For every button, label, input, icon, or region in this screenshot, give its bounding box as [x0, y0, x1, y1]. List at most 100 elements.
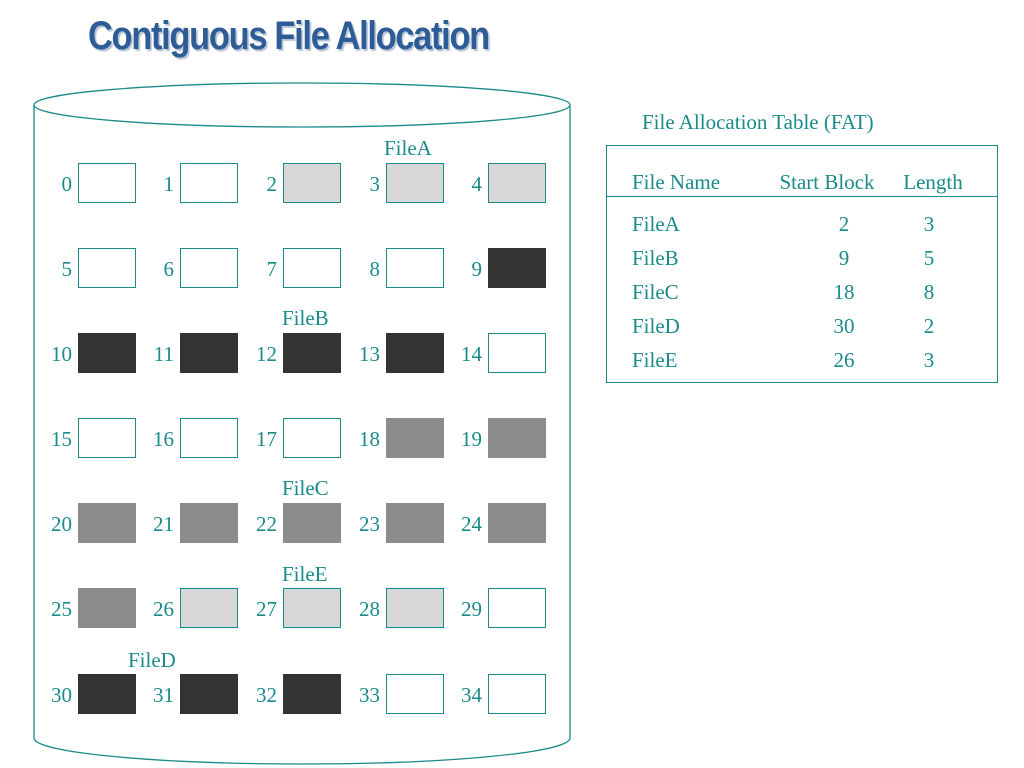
- disk-block-dark: [78, 674, 136, 714]
- fat-cell-start: 2: [838, 212, 850, 236]
- block-number: 17: [256, 427, 277, 451]
- block-number: 27: [256, 597, 277, 621]
- disk-block-free: [488, 588, 546, 628]
- disk-block-mid: [488, 503, 546, 543]
- block-number: 10: [51, 342, 72, 366]
- block-number: 2: [266, 172, 278, 196]
- disk-block-mid: [386, 503, 444, 543]
- disk-block-dark: [78, 333, 136, 373]
- disk-block-mid: [78, 588, 136, 628]
- fat-cell-start: 26: [833, 348, 855, 372]
- fat-cell-name: FileE: [632, 348, 678, 372]
- disk-block-mid: [180, 503, 238, 543]
- block-number: 6: [163, 257, 175, 281]
- disk-block-mid: [283, 503, 341, 543]
- disk-block-free: [78, 248, 136, 288]
- disk-block-dark: [283, 674, 341, 714]
- fat-header-divider: [607, 196, 997, 197]
- block-number: 20: [51, 512, 72, 536]
- block-number: 25: [51, 597, 72, 621]
- fat-title: File Allocation Table (FAT): [642, 110, 874, 134]
- block-number: 12: [256, 342, 277, 366]
- block-number: 19: [461, 427, 482, 451]
- disk-block-light: [180, 588, 238, 628]
- block-number: 14: [461, 342, 482, 366]
- disk-block-mid: [78, 503, 136, 543]
- block-number: 33: [359, 683, 380, 707]
- disk-block-dark: [180, 674, 238, 714]
- fat-cell-length: 3: [923, 212, 935, 236]
- block-number: 34: [461, 683, 482, 707]
- disk-block-light: [386, 163, 444, 203]
- disk-block-free: [386, 674, 444, 714]
- disk-block-free: [386, 248, 444, 288]
- block-number: 29: [461, 597, 482, 621]
- disk-block-mid: [488, 418, 546, 458]
- block-number: 22: [256, 512, 277, 536]
- fat-cell-name: FileD: [632, 314, 680, 338]
- block-number: 24: [461, 512, 482, 536]
- fat-cell-name: FileA: [632, 212, 680, 236]
- fat-cell-start: 30: [833, 314, 855, 338]
- disk-block-free: [180, 163, 238, 203]
- fileb-label: FileB: [282, 306, 329, 330]
- disk-block-free: [78, 418, 136, 458]
- filea-label: FileA: [384, 136, 432, 160]
- fat-cell-length: 8: [923, 280, 935, 304]
- fat-cell-length: 5: [923, 246, 935, 270]
- disk-top-ellipse: [33, 82, 571, 128]
- disk-block-light: [283, 163, 341, 203]
- filec-label: FileC: [282, 476, 329, 500]
- fat-cell-start: 9: [838, 246, 850, 270]
- block-number: 4: [471, 172, 483, 196]
- block-number: 3: [369, 172, 381, 196]
- disk-block-mid: [386, 418, 444, 458]
- disk-block-free: [488, 674, 546, 714]
- fat-cell-name: FileB: [632, 246, 679, 270]
- disk-body-outline: [33, 105, 571, 765]
- fat-cell-length: 2: [923, 314, 935, 338]
- block-number: 15: [51, 427, 72, 451]
- block-number: 31: [153, 683, 174, 707]
- disk-block-dark: [180, 333, 238, 373]
- block-number: 18: [359, 427, 380, 451]
- fat-cell-start: 18: [833, 280, 855, 304]
- disk-block-free: [180, 248, 238, 288]
- fat-header-length: Length: [903, 170, 963, 194]
- block-number: 21: [153, 512, 174, 536]
- block-number: 26: [153, 597, 174, 621]
- fat-header-start-block: Start Block: [779, 170, 875, 194]
- block-number: 1: [163, 172, 175, 196]
- disk-block-free: [283, 248, 341, 288]
- fat-header-file-name: File Name: [632, 170, 721, 194]
- block-number: 30: [51, 683, 72, 707]
- block-number: 0: [61, 172, 73, 196]
- disk-block-dark: [488, 248, 546, 288]
- disk-block-free: [488, 333, 546, 373]
- filed-label: FileD: [128, 648, 176, 672]
- disk-block-free: [180, 418, 238, 458]
- disk-block-light: [283, 588, 341, 628]
- block-number: 5: [61, 257, 73, 281]
- disk-block-free: [78, 163, 136, 203]
- disk-block-dark: [283, 333, 341, 373]
- block-number: 9: [471, 257, 483, 281]
- filee-label: FileE: [282, 562, 328, 586]
- fat-cell-name: FileC: [632, 280, 679, 304]
- block-number: 32: [256, 683, 277, 707]
- block-number: 16: [153, 427, 174, 451]
- disk-block-light: [488, 163, 546, 203]
- disk-block-dark: [386, 333, 444, 373]
- fat-table: File Name Start Block Length FileA 2 3 F…: [606, 145, 998, 383]
- block-number: 11: [153, 342, 174, 366]
- page-title: Contiguous File Allocation: [88, 14, 490, 58]
- block-number: 23: [359, 512, 380, 536]
- block-number: 28: [359, 597, 380, 621]
- fat-cell-length: 3: [923, 348, 935, 372]
- disk-block-free: [283, 418, 341, 458]
- disk-block-light: [386, 588, 444, 628]
- block-number: 8: [369, 257, 381, 281]
- disk-cylinder: [33, 82, 571, 765]
- block-number: 7: [266, 257, 278, 281]
- block-number: 13: [359, 342, 380, 366]
